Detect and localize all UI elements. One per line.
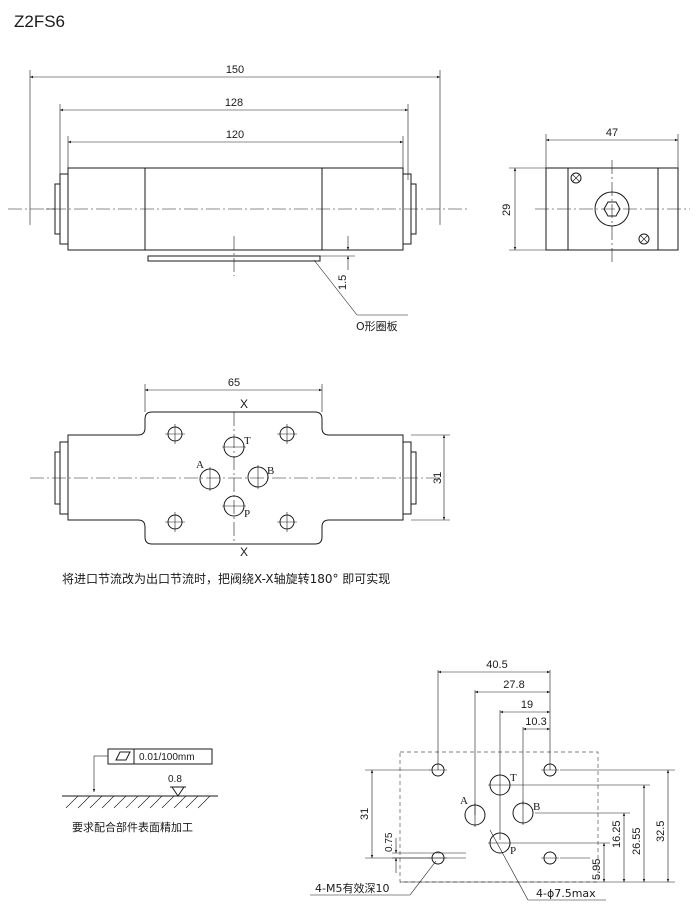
roughness-icon: [170, 786, 186, 797]
dim-150: 150: [226, 64, 244, 76]
mount-port-a: A: [460, 795, 468, 807]
dim-26-55: 26.55: [631, 827, 643, 855]
dim-47: 47: [606, 127, 618, 139]
surface-caption: 要求配合部件表面精加工: [72, 820, 193, 834]
thread-note: 4-M5有效深10: [315, 881, 389, 895]
side-view: 150 128 120 1.5: [8, 64, 470, 333]
mounting-holes: [429, 763, 559, 865]
dim-1-5: 1.5: [337, 275, 349, 290]
mounting-surface: 40.5 27.8 19 10.3 T A B P 32.: [310, 659, 675, 901]
dim-31: 31: [432, 472, 444, 484]
drawing-title: Z2FS6: [14, 12, 65, 31]
dim-10-3: 10.3: [525, 716, 546, 728]
dim-120: 120: [226, 129, 244, 141]
dim-31-mount: 31: [359, 808, 371, 820]
dim-29: 29: [501, 204, 513, 216]
surface-spec: 0.01/100mm 0.8 要求配合部件表面精加工: [62, 748, 218, 834]
surface-hatch: [65, 795, 211, 809]
mount-port-p: P: [510, 845, 516, 857]
valve-outline: [67, 411, 404, 545]
flatness-frame: [107, 748, 213, 765]
side-dimensions: 150 128 120: [29, 64, 441, 225]
mounting-ports: [464, 774, 534, 854]
dim-16-25: 16.25: [611, 820, 623, 848]
dim-32-5: 32.5: [655, 821, 667, 842]
dim-128: 128: [225, 97, 243, 109]
section-mark-top: X: [240, 397, 248, 411]
dim-65: 65: [228, 377, 240, 389]
mount-port-b: B: [533, 801, 540, 813]
ports: [199, 436, 269, 517]
dim-27-8: 27.8: [503, 679, 524, 691]
dim-5-95: 5.95: [591, 859, 603, 880]
bolt-holes: [165, 424, 297, 532]
section-mark-bottom: X: [240, 545, 248, 559]
dim-0-75: 0.75: [384, 832, 395, 852]
top-view: 65 X X 31 T A B P: [30, 377, 450, 559]
port-label-b: B: [267, 465, 274, 477]
rotation-note: 将进口节流改为出口节流时，把阀绕X-X轴旋转180° 即可实现: [62, 571, 390, 586]
port-label-t: T: [244, 435, 251, 447]
dim-40-5: 40.5: [486, 659, 507, 671]
mounting-outline: [399, 751, 599, 883]
port-label-p: P: [244, 508, 250, 520]
flatness-value: 0.01/100mm: [139, 752, 195, 763]
roughness-value: 0.8: [168, 774, 182, 785]
flatness-icon: [115, 751, 131, 761]
screw-icon: [570, 172, 582, 184]
end-view: 47 29: [501, 127, 690, 262]
dim-19: 19: [521, 699, 533, 711]
screw-icon: [638, 233, 650, 245]
hole-note: 4-ϕ7.5max: [536, 887, 596, 900]
o-ring-plate-label: O形圈板: [356, 319, 398, 333]
mount-port-t: T: [510, 772, 517, 784]
port-label-a: A: [196, 459, 204, 471]
